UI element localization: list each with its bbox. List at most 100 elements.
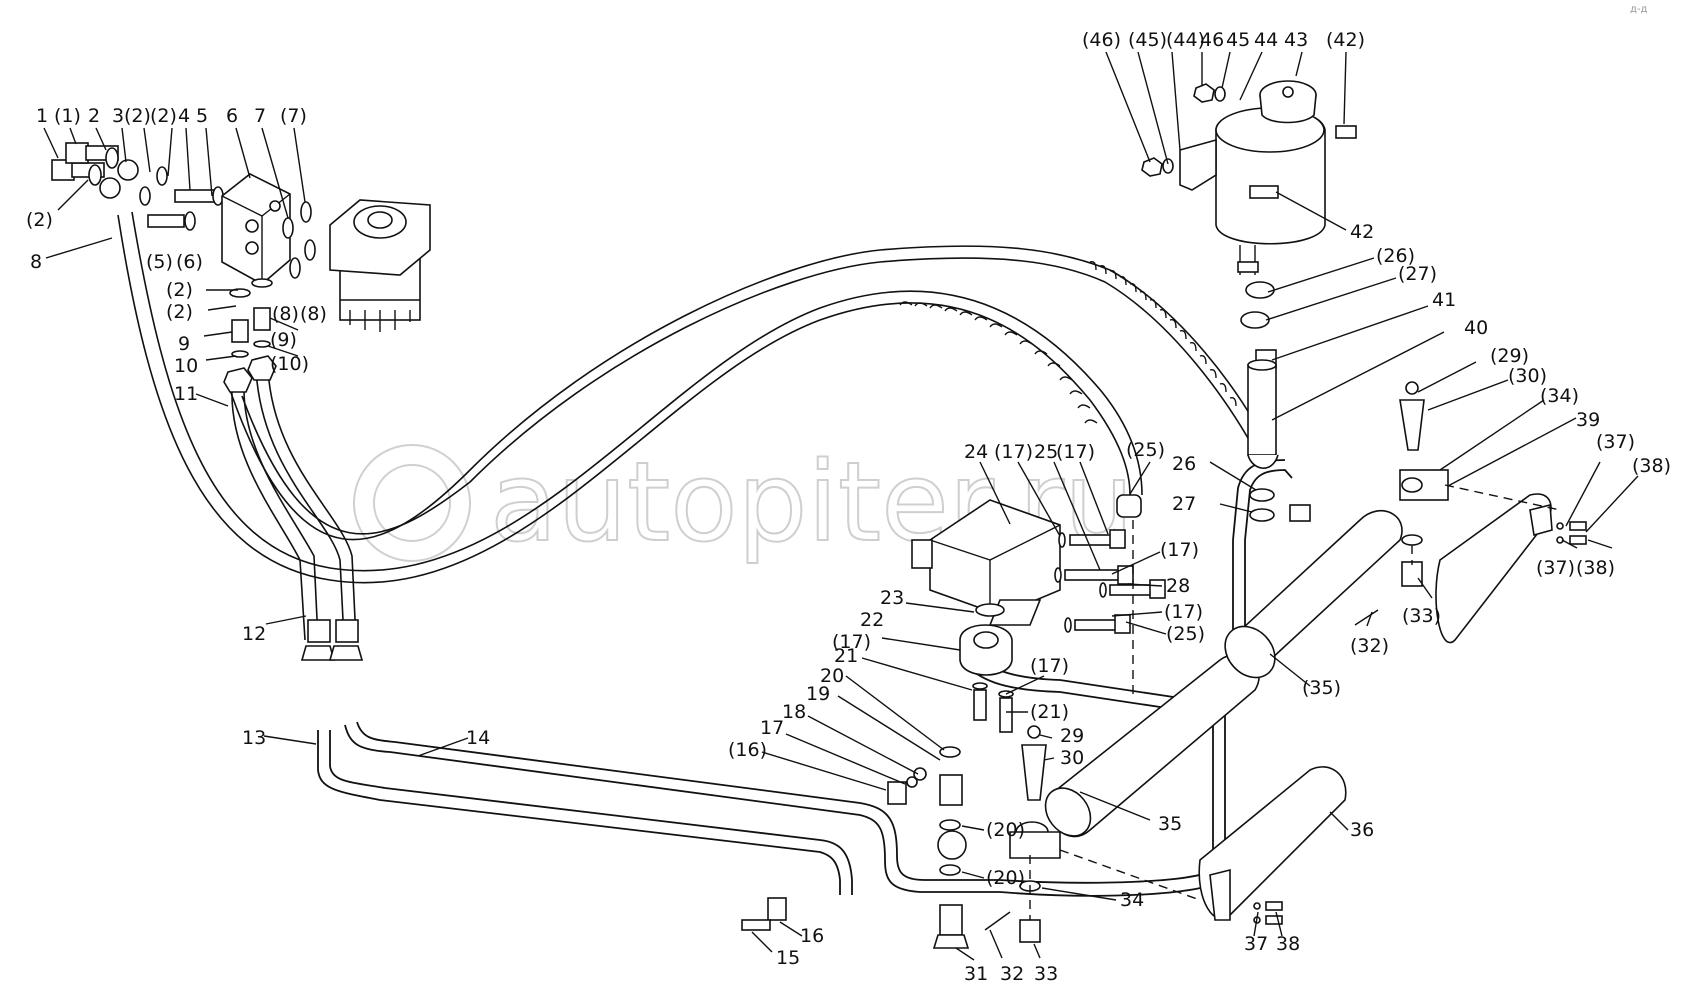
callout-30: 30: [1060, 747, 1084, 769]
callout-p8a: (8): [272, 303, 299, 325]
callout-20: 20: [820, 665, 844, 687]
callout-p29: (29): [1490, 345, 1529, 367]
callout-p37a: (37): [1596, 431, 1635, 453]
callout-p5: (5): [146, 251, 173, 273]
callout-p44: (44): [1166, 29, 1205, 51]
valve-block-24: [911, 494, 1166, 676]
callout-8: 8: [30, 251, 42, 273]
corner-tag: д-д: [1630, 4, 1648, 15]
callout-22: 22: [860, 609, 884, 631]
callout-13: 13: [242, 727, 266, 749]
nut: [913, 767, 927, 781]
bolt-38: [1569, 521, 1587, 531]
callout-p46: (46): [1082, 29, 1121, 51]
pin-29: [1399, 399, 1425, 451]
callout-p8b: (8): [300, 303, 327, 325]
callout-p42: (42): [1326, 29, 1365, 51]
washer-37: [1253, 902, 1261, 910]
steering-unit-assembly: [51, 142, 431, 393]
banjo-fitting: [117, 159, 139, 181]
banjo-bolt-head: [65, 142, 89, 164]
callout-25: 25: [1034, 441, 1058, 463]
callout-p16: (16): [728, 739, 767, 761]
callout-37: 37: [1244, 933, 1268, 955]
bolt-head: [1149, 579, 1166, 599]
washer: [1058, 532, 1066, 548]
callout-p26: (26): [1376, 245, 1415, 267]
clamp-16: [887, 781, 907, 805]
union-19: [939, 774, 963, 806]
washer: [139, 186, 151, 206]
washer: [972, 682, 988, 690]
guards: [984, 493, 1587, 931]
bolt: [147, 214, 185, 228]
o-ring: [289, 257, 301, 279]
callout-14: 14: [466, 727, 490, 749]
callout-p6: (6): [176, 251, 203, 273]
callout-27: 27: [1172, 493, 1196, 515]
bushing: [1401, 534, 1423, 546]
callout-5: 5: [196, 105, 208, 127]
callout-p2e: (2): [166, 301, 193, 323]
washer: [1099, 582, 1107, 598]
clamp: [1245, 281, 1275, 299]
washer: [229, 288, 251, 298]
callout-p34: (34): [1540, 385, 1579, 407]
callout-p2c: (2): [26, 209, 53, 231]
callout-23: 23: [880, 587, 904, 609]
grease-nipple: [1027, 725, 1041, 739]
bolt: [174, 189, 216, 203]
callout-p2a: (2): [124, 105, 151, 127]
port-hole: [245, 241, 259, 255]
callout-32: 32: [1000, 963, 1024, 985]
cotter-pin: [1354, 609, 1379, 626]
callout-21: 21: [834, 645, 858, 667]
hose-nut-hex: [328, 645, 364, 661]
callout-12: 12: [242, 623, 266, 645]
pin-30: [1021, 744, 1047, 801]
bolt-38: [1265, 915, 1283, 925]
callout-38: 38: [1276, 933, 1300, 955]
o-ring: [975, 603, 1005, 617]
washer: [1054, 567, 1062, 583]
hose-protector-upper: [1089, 260, 1237, 407]
hose-protector-lower: [899, 301, 1098, 424]
port-hole: [245, 219, 259, 233]
callout-17: 17: [760, 717, 784, 739]
spacer: [1116, 494, 1142, 518]
washer-37: [1556, 522, 1564, 530]
callout-1: 1: [36, 105, 48, 127]
clamp: [1249, 508, 1275, 522]
cotter-pin: [984, 911, 1011, 931]
washer-20: [939, 746, 961, 758]
bolt-38: [1569, 535, 1587, 545]
washer: [251, 278, 273, 288]
reservoir-assembly: [1141, 80, 1357, 522]
callout-29: 29: [1060, 725, 1084, 747]
o-ring: [282, 217, 294, 239]
union-fitting: [231, 319, 249, 343]
callout-43: 43: [1284, 29, 1308, 51]
callout-2: 2: [88, 105, 100, 127]
guard-39: [1435, 493, 1552, 644]
callout-p2b: (2): [150, 105, 177, 127]
callout-45: 45: [1226, 29, 1250, 51]
callout-p1: (1): [54, 105, 81, 127]
callout-9: 9: [178, 333, 190, 355]
banjo: [937, 830, 967, 860]
callout-p9: (9): [270, 329, 297, 351]
alignment-lines: [1029, 484, 1561, 920]
callout-42a: 42: [1350, 221, 1374, 243]
callout-11: 11: [174, 383, 198, 405]
callout-40: 40: [1464, 317, 1488, 339]
leader-lines: [43, 51, 1639, 961]
washer: [88, 164, 102, 186]
callout-p17b: (17): [994, 441, 1033, 463]
nut: [1193, 83, 1215, 103]
callout-35: 35: [1158, 813, 1182, 835]
bolt: [1249, 185, 1279, 199]
callout-p2d: (2): [166, 279, 193, 301]
bolt-21: [999, 697, 1013, 733]
callout-p10: (10): [270, 353, 309, 375]
callout-3: 3: [112, 105, 124, 127]
